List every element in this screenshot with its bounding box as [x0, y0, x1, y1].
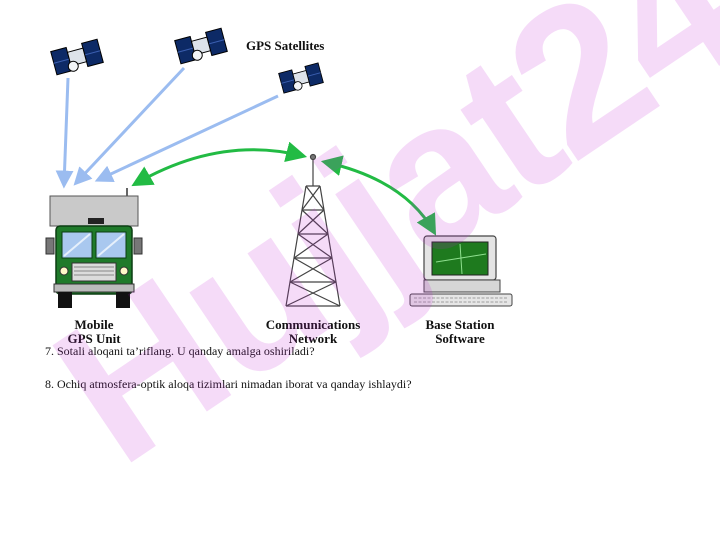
satellite-icon	[50, 38, 104, 76]
mobile-label-line2: GPS Unit	[67, 331, 121, 346]
satellites-label: GPS Satellites	[246, 38, 325, 53]
satellite-icon	[278, 62, 324, 94]
base-label-line1: Base Station	[425, 317, 495, 332]
communications-network-label: Communications Network	[240, 318, 386, 346]
radio-tower-icon	[285, 153, 341, 307]
base-station-label: Base Station Software	[405, 318, 515, 346]
satellite-icon	[174, 27, 228, 65]
network-label-line2: Network	[288, 331, 338, 346]
satellite-signal-lines	[55, 66, 279, 189]
question-7: 7. Sotali aloqani ta’riflang. U qanday a…	[45, 344, 315, 358]
computer-icon	[409, 235, 513, 307]
radio-links	[131, 141, 437, 236]
question-8: 8. Ochiq atmosfera-optik aloqa tizimlari…	[45, 377, 412, 391]
network-label-line1: Communications	[265, 317, 361, 332]
truck-icon	[45, 188, 143, 308]
mobile-gps-unit-label: Mobile GPS Unit	[44, 318, 144, 346]
mobile-label-line1: Mobile	[74, 317, 114, 332]
base-label-line2: Software	[435, 331, 485, 346]
